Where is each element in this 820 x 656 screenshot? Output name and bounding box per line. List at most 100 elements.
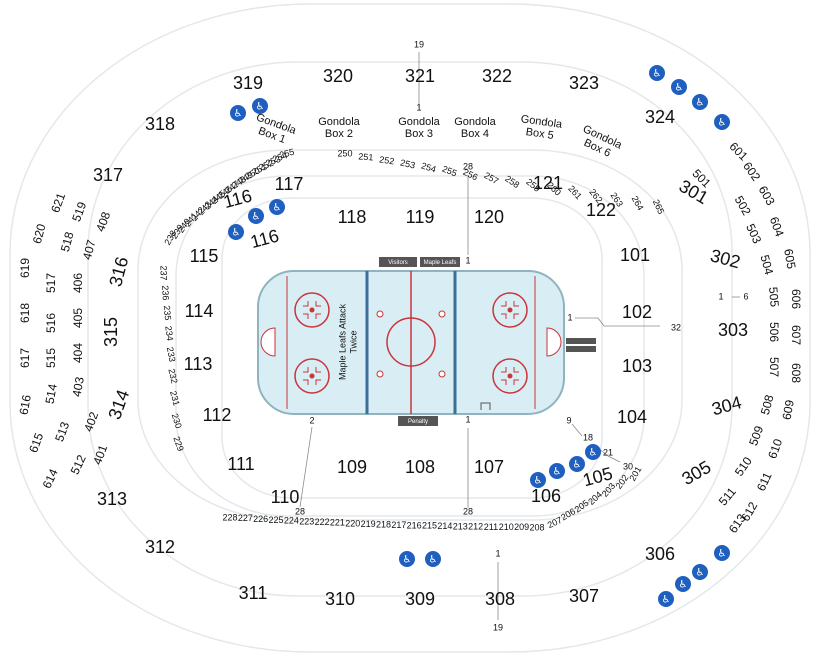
section-label-226: 226 — [253, 514, 268, 524]
media-bench-2 — [566, 346, 596, 352]
home-bench: Maple Leafs — [420, 257, 460, 267]
section-label-322: 322 — [482, 66, 512, 86]
wheelchair-icon: ♿ — [399, 551, 415, 567]
section-label-253: 253 — [264, 154, 282, 169]
section-label-102: 102 — [622, 302, 652, 322]
section-label-217: 217 — [391, 520, 406, 530]
section-label-229: 229 — [171, 435, 186, 453]
wheelchair-icon: ♿ — [228, 224, 244, 240]
section-label-324: 324 — [645, 107, 675, 127]
section-label-510: 510 — [732, 454, 755, 479]
section-label-117: 117 — [275, 174, 304, 194]
section-label-308: 308 — [485, 589, 515, 609]
section-label-302: 302 — [708, 245, 742, 272]
svg-text:♿: ♿ — [429, 555, 438, 566]
section-label-313: 313 — [97, 489, 127, 509]
svg-text:♿: ♿ — [718, 118, 727, 129]
section-label-402: 402 — [81, 410, 101, 434]
faceoff-circle — [492, 292, 528, 328]
wheelchair-icon: ♿ — [649, 65, 665, 81]
svg-text:♿: ♿ — [553, 467, 562, 478]
gondola-box-label: GondolaBox 5 — [518, 113, 563, 143]
wheelchair-icon: ♿ — [714, 545, 730, 561]
section-label-503: 503 — [743, 222, 764, 246]
section-label-614: 614 — [40, 466, 61, 490]
section-label-225: 225 — [269, 515, 284, 525]
wheelchair-icon: ♿ — [658, 591, 674, 607]
section-label-252: 252 — [379, 154, 395, 166]
section-label-504: 504 — [757, 253, 776, 276]
wheelchair-icon: ♿ — [230, 105, 246, 121]
section-label-608: 608 — [789, 363, 803, 383]
section-label-234: 234 — [163, 325, 175, 341]
section-label-404: 404 — [71, 343, 85, 363]
svg-text:♿: ♿ — [662, 595, 671, 606]
section-label-122: 122 — [586, 200, 616, 220]
section-label-305: 305 — [678, 457, 714, 489]
section-label-120: 120 — [474, 207, 504, 227]
row-number-label: 18 — [583, 432, 593, 442]
center-faceoff-circle — [386, 317, 436, 367]
section-label-318: 318 — [145, 114, 175, 134]
section-label-264: 264 — [630, 194, 646, 212]
section-label-519: 519 — [69, 200, 89, 224]
section-label-505: 505 — [766, 286, 782, 307]
svg-text:♿: ♿ — [653, 69, 662, 80]
wheelchair-icon: ♿ — [569, 456, 585, 472]
section-label-114: 114 — [185, 301, 214, 321]
section-label-507: 507 — [767, 357, 781, 377]
section-label-304: 304 — [710, 392, 744, 419]
section-label-310: 310 — [325, 589, 355, 609]
row-number-label: 28 — [295, 506, 305, 516]
section-label-101: 101 — [620, 245, 650, 265]
section-label-315: 315 — [101, 317, 121, 347]
svg-text:♿: ♿ — [273, 203, 282, 214]
section-label-306: 306 — [645, 544, 675, 564]
section-label-209: 209 — [514, 522, 529, 532]
row-number-label: 28 — [463, 506, 473, 516]
row-number-label: 6 — [743, 291, 748, 301]
wheelchair-icon: ♿ — [585, 444, 601, 460]
section-label-618: 618 — [18, 303, 32, 323]
section-label-303: 303 — [718, 320, 748, 340]
section-label-109: 109 — [337, 457, 367, 477]
section-label-111: 111 — [227, 454, 254, 474]
section-label-518: 518 — [58, 230, 77, 253]
section-label-237: 237 — [159, 265, 169, 280]
row-number-label: 30 — [623, 461, 633, 471]
section-label-215: 215 — [422, 521, 437, 531]
neutral-faceoff-dot — [376, 310, 384, 318]
section-label-607: 607 — [789, 325, 803, 345]
section-label-213: 213 — [453, 521, 468, 531]
arena-outline — [9, 3, 811, 653]
row-number-label: 32 — [671, 322, 681, 332]
row-number-label: 1 — [495, 548, 500, 558]
section-label-230: 230 — [170, 412, 184, 429]
section-label-603: 603 — [756, 183, 778, 208]
section-label-311: 311 — [239, 583, 268, 603]
section-label-211: 211 — [484, 522, 498, 532]
section-label-619: 619 — [18, 258, 32, 278]
row-number-label: 1 — [567, 312, 572, 322]
row-number-label: 21 — [603, 447, 613, 457]
section-label-509: 509 — [746, 424, 766, 448]
section-label-516: 516 — [44, 313, 58, 333]
svg-text:♿: ♿ — [696, 98, 705, 109]
section-label-514: 514 — [43, 382, 60, 404]
gondola-box-label: GondolaBox 1 — [250, 111, 298, 148]
svg-text:♿: ♿ — [675, 83, 684, 94]
section-label-115: 115 — [190, 246, 219, 266]
wheelchair-icon: ♿ — [549, 463, 565, 479]
svg-text:♿: ♿ — [232, 228, 241, 239]
section-label-254: 254 — [420, 161, 437, 175]
svg-text:♿: ♿ — [696, 568, 705, 579]
wheelchair-icon: ♿ — [530, 472, 546, 488]
wheelchair-icon: ♿ — [671, 79, 687, 95]
section-label-403: 403 — [70, 375, 87, 397]
section-label-110: 110 — [271, 487, 300, 507]
home-bench-label: Maple Leafs — [424, 260, 457, 266]
section-label-116: 116 — [248, 225, 281, 252]
